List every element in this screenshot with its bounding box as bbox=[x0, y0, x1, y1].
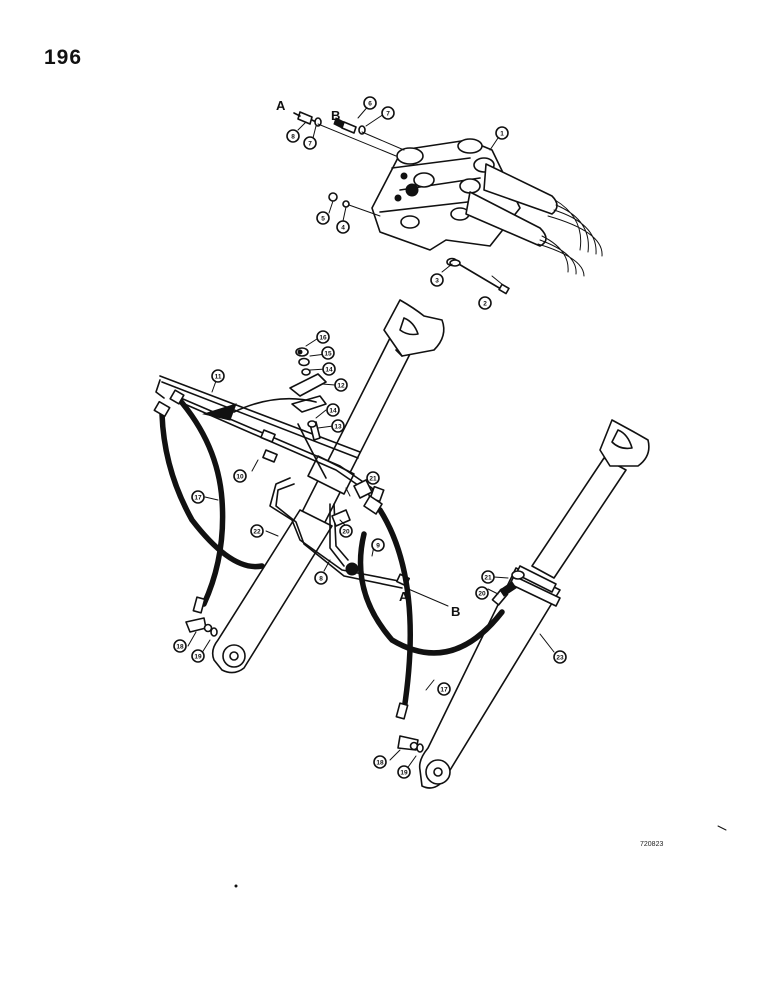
callout-20b: 20 bbox=[475, 586, 489, 600]
callout-22: 22 bbox=[250, 524, 264, 538]
right-cylinder bbox=[418, 419, 650, 789]
svg-text:20: 20 bbox=[342, 529, 350, 536]
callout-18a: 18 bbox=[173, 639, 187, 653]
callout-8a: 8 bbox=[286, 129, 300, 143]
svg-text:14: 14 bbox=[329, 408, 337, 415]
svg-text:10: 10 bbox=[236, 474, 244, 481]
port-label-a-line: A bbox=[399, 589, 409, 604]
svg-text:19: 19 bbox=[194, 654, 202, 661]
svg-text:21: 21 bbox=[369, 476, 377, 483]
elbow-right bbox=[397, 735, 424, 753]
callout-19a: 19 bbox=[191, 649, 205, 663]
callout-12: 12 bbox=[334, 378, 348, 392]
callout-13: 13 bbox=[331, 419, 345, 433]
callout-14a: 14 bbox=[322, 362, 336, 376]
svg-text:2: 2 bbox=[483, 301, 487, 308]
svg-text:14: 14 bbox=[325, 367, 333, 374]
svg-text:8: 8 bbox=[319, 576, 323, 583]
tee-fitting bbox=[345, 562, 359, 576]
assembly-guide bbox=[297, 423, 327, 479]
svg-text:12: 12 bbox=[337, 383, 345, 390]
leader-lines bbox=[187, 103, 555, 771]
callout-15: 15 bbox=[321, 346, 335, 360]
callout-8b: 8 bbox=[314, 571, 328, 585]
svg-text:3: 3 bbox=[435, 278, 439, 285]
svg-text:8: 8 bbox=[291, 134, 295, 141]
leader-port-b bbox=[361, 131, 405, 151]
callout-1: 1 bbox=[495, 126, 509, 140]
clamp-assembly bbox=[289, 347, 327, 441]
assembly-arrow-shaft bbox=[233, 397, 317, 413]
svg-text:13: 13 bbox=[334, 424, 342, 431]
svg-text:18: 18 bbox=[176, 644, 184, 651]
washer-nut-4-5 bbox=[328, 192, 381, 217]
cylinder-fittings-20-21 bbox=[331, 479, 517, 597]
port-label-a-valve: A bbox=[276, 98, 286, 113]
hose-fittings bbox=[153, 389, 509, 720]
callout-7b: 7 bbox=[303, 136, 317, 150]
speck bbox=[717, 825, 727, 831]
callout-20a: 20 bbox=[339, 524, 353, 538]
callout-17a: 17 bbox=[191, 490, 205, 504]
callout-7a: 7 bbox=[381, 106, 395, 120]
callout-17b: 17 bbox=[437, 682, 451, 696]
control-valve bbox=[371, 138, 603, 295]
callout-14b: 14 bbox=[326, 403, 340, 417]
callout-5: 5 bbox=[316, 211, 330, 225]
speck bbox=[234, 884, 238, 888]
callout-19b: 19 bbox=[397, 765, 411, 779]
page-number: 196 bbox=[44, 46, 83, 69]
svg-text:1: 1 bbox=[500, 131, 504, 138]
port-b-fitting bbox=[333, 117, 366, 135]
assembly-arrow-head bbox=[202, 403, 237, 421]
svg-text:22: 22 bbox=[253, 529, 261, 536]
callout-21b: 21 bbox=[481, 570, 495, 584]
callout-6: 6 bbox=[363, 96, 377, 110]
svg-text:21: 21 bbox=[484, 575, 492, 582]
port-a-fitting bbox=[293, 111, 322, 127]
drawing-code: 720823 bbox=[640, 841, 664, 848]
svg-text:16: 16 bbox=[319, 335, 327, 342]
port-label-b-valve: B bbox=[331, 108, 340, 123]
svg-text:17: 17 bbox=[194, 495, 202, 502]
elbow-left bbox=[185, 617, 218, 637]
svg-text:7: 7 bbox=[386, 111, 390, 118]
callout-3: 3 bbox=[430, 273, 444, 287]
svg-text:23: 23 bbox=[556, 655, 564, 662]
leader-port-a bbox=[317, 123, 397, 157]
callout-11: 11 bbox=[211, 369, 225, 383]
svg-text:17: 17 bbox=[440, 687, 448, 694]
svg-text:7: 7 bbox=[308, 141, 312, 148]
callout-9: 9 bbox=[371, 538, 385, 552]
svg-text:11: 11 bbox=[215, 374, 222, 381]
tube-union bbox=[260, 429, 276, 443]
hoses bbox=[159, 395, 505, 713]
washer-3 bbox=[449, 259, 461, 267]
svg-text:20: 20 bbox=[478, 591, 486, 598]
callout-21a: 21 bbox=[366, 471, 380, 485]
callout-2: 2 bbox=[478, 296, 492, 310]
callout-10: 10 bbox=[233, 469, 247, 483]
callout-16: 16 bbox=[316, 330, 330, 344]
svg-text:5: 5 bbox=[321, 216, 325, 223]
tube-union-2 bbox=[262, 449, 278, 463]
svg-text:18: 18 bbox=[376, 760, 384, 767]
callout-18b: 18 bbox=[373, 755, 387, 769]
svg-text:19: 19 bbox=[400, 770, 408, 777]
port-label-b-line: B bbox=[451, 604, 460, 619]
svg-text:9: 9 bbox=[376, 543, 380, 550]
svg-text:6: 6 bbox=[368, 101, 372, 108]
callout-4: 4 bbox=[336, 220, 350, 234]
svg-text:15: 15 bbox=[324, 351, 332, 358]
callout-23: 23 bbox=[553, 650, 567, 664]
svg-text:4: 4 bbox=[341, 225, 345, 232]
